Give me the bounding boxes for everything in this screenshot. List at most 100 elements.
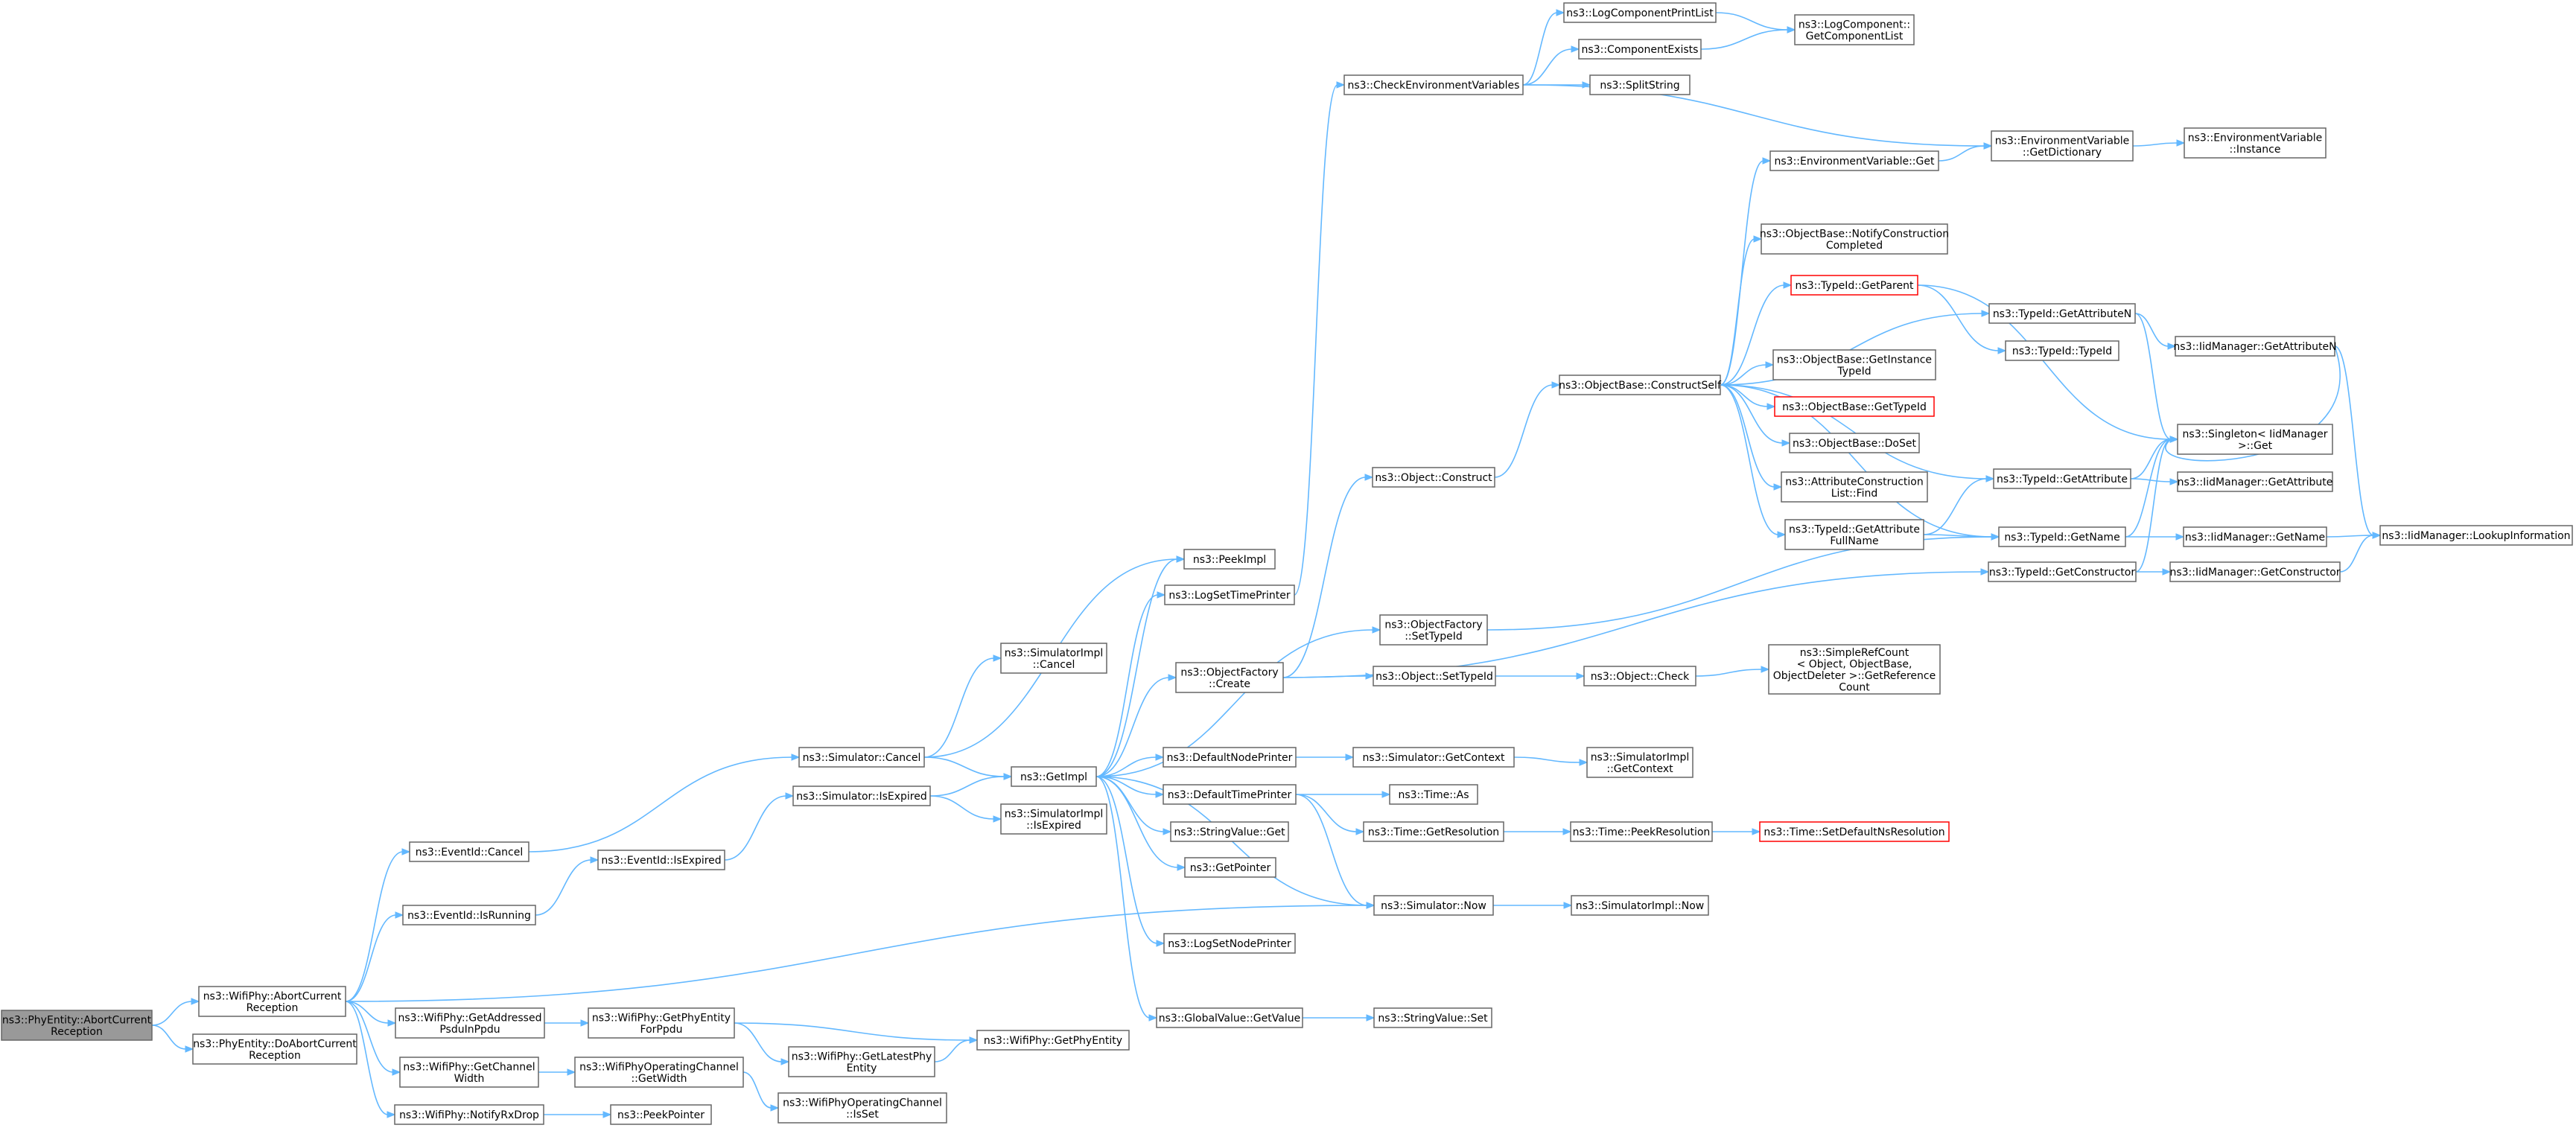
- node-simulator-cancel[interactable]: ns3::Simulator::Cancel: [798, 747, 925, 768]
- node-iidmanager-getattribute[interactable]: ns3::IidManager::GetAttribute: [2177, 471, 2333, 492]
- node-label: ns3::ObjectFactory: [1384, 619, 1482, 631]
- node-typeid-getattributen[interactable]: ns3::TypeId::GetAttributeN: [1988, 303, 2136, 324]
- node-logcomponentprintlist[interactable]: ns3::LogComponentPrintList: [1563, 2, 1717, 23]
- node-wifiphy-getphyentity[interactable]: ns3::WifiPhy::GetPhyEntity: [976, 1030, 1130, 1051]
- edge-n8-n20: [544, 1111, 612, 1118]
- node-defaulttimeprinter[interactable]: ns3::DefaultTimePrinter: [1163, 784, 1297, 805]
- node-environmentvariable-instance[interactable]: ns3::EnvironmentVariable::Instance: [2184, 127, 2327, 159]
- node-typeid-getparent[interactable]: ns3::TypeId::GetParent: [1790, 275, 1918, 296]
- edge-n18-n19: [742, 1071, 780, 1112]
- node-logsetnodeprinter[interactable]: ns3::LogSetNodePrinter: [1163, 933, 1296, 954]
- edge-n55-n62: [1923, 533, 2000, 541]
- node-object-check[interactable]: ns3::Object::Check: [1583, 666, 1696, 686]
- node-time-peekresolution[interactable]: ns3::Time::PeekResolution: [1570, 821, 1713, 842]
- node-objectbase-constructself[interactable]: ns3::ObjectBase::ConstructSelf: [1559, 375, 1722, 395]
- node-object-construct[interactable]: ns3::Object::Construct: [1372, 467, 1495, 488]
- node-splitstring[interactable]: ns3::SplitString: [1589, 74, 1691, 95]
- node-stringvalue-set[interactable]: ns3::StringValue::Set: [1373, 1007, 1492, 1028]
- node-label: ns3::StringValue::Get: [1174, 826, 1285, 838]
- node-label: List::Find: [1831, 488, 1878, 500]
- node-logsettimeprinter[interactable]: ns3::LogSetTimePrinter: [1164, 584, 1295, 605]
- edge-n4-n9: [528, 753, 801, 853]
- node-iidmanager-getconstructor[interactable]: ns3::IidManager::GetConstructor: [2169, 561, 2341, 582]
- node-getpointer[interactable]: ns3::GetPointer: [1184, 857, 1276, 878]
- node-simulatorimpl-getcontext[interactable]: ns3::SimulatorImpl::GetContext: [1586, 747, 1694, 778]
- edge-n42-n59: [1720, 310, 1991, 386]
- node-objectbase-gettypeid[interactable]: ns3::ObjectBase::GetTypeId: [1774, 396, 1935, 417]
- node-label: ns3::SimpleRefCount: [1800, 647, 1909, 659]
- node-simulatorimpl-cancel[interactable]: ns3::SimulatorImpl::Cancel: [1000, 643, 1107, 674]
- node-stringvalue-get[interactable]: ns3::StringValue::Get: [1170, 821, 1289, 842]
- node-checkenvironmentvariables[interactable]: ns3::CheckEnvironmentVariables: [1343, 74, 1524, 95]
- edge-n42-n55: [1720, 384, 1787, 538]
- node-typeid-getname[interactable]: ns3::TypeId::GetName: [1998, 526, 2126, 547]
- node-objectbase-doset[interactable]: ns3::ObjectBase::DoSet: [1789, 433, 1920, 453]
- node-iidmanager-getname[interactable]: ns3::IidManager::GetName: [2183, 526, 2327, 547]
- node-wifiphy-notifyrxdrop[interactable]: ns3::WifiPhy::NotifyRxDrop: [394, 1104, 544, 1125]
- node-typeid-getconstructor[interactable]: ns3::TypeId::GetConstructor: [1988, 561, 2137, 582]
- node-simulatorimpl-now[interactable]: ns3::SimulatorImpl::Now: [1571, 895, 1709, 916]
- node-globalvalue-getvalue[interactable]: ns3::GlobalValue::GetValue: [1156, 1007, 1303, 1028]
- node-objectfactory-settypeid[interactable]: ns3::ObjectFactory::SetTypeId: [1379, 614, 1488, 646]
- node-simulator-getcontext[interactable]: ns3::Simulator::GetContext: [1352, 747, 1515, 768]
- edge-n33-n43: [1495, 672, 1586, 680]
- node-label: ns3::EnvironmentVariable::Get: [1775, 156, 1935, 168]
- node-time-getresolution[interactable]: ns3::Time::GetResolution: [1363, 821, 1504, 842]
- node-simplerefcount-getreferencecount[interactable]: ns3::SimpleRefCount< Object, ObjectBase,…: [1768, 644, 1941, 695]
- node-peekimpl[interactable]: ns3::PeekImpl: [1183, 549, 1276, 570]
- edge-n2-n5: [345, 911, 404, 1002]
- node-wifiphyoperatingchannel-isset[interactable]: ns3::WifiPhyOperatingChannel::IsSet: [777, 1092, 947, 1124]
- node-iidmanager-lookupinformation[interactable]: ns3::IidManager::LookupInformation: [2379, 525, 2573, 546]
- node-label: ns3::TypeId::TypeId: [2012, 345, 2112, 357]
- node-eventid-isexpired[interactable]: ns3::EventId::IsExpired: [597, 850, 725, 870]
- node-objectbase-notifyconstructioncompleted[interactable]: ns3::ObjectBase::NotifyConstructionCompl…: [1760, 223, 1949, 255]
- node-label: ns3::WifiPhy::GetPhyEntity: [592, 1012, 731, 1024]
- node-singleton-iidmanager-get[interactable]: ns3::Singleton< IidManager >::Get: [2177, 424, 2333, 455]
- node-label: ns3::ObjectBase::DoSet: [1793, 438, 1916, 450]
- node-label: ns3::CheckEnvironmentVariables: [1348, 80, 1520, 92]
- node-time-setdefaultnsresolution[interactable]: ns3::Time::SetDefaultNsResolution: [1759, 821, 1950, 842]
- node-typeid-getattribute[interactable]: ns3::TypeId::GetAttribute: [1993, 468, 2131, 489]
- node-wifiphyoperatingchannel-getwidth[interactable]: ns3::WifiPhyOperatingChannel::GetWidth: [574, 1057, 744, 1088]
- edge-n1-n3: [151, 1025, 194, 1053]
- node-peekpointer[interactable]: ns3::PeekPointer: [610, 1104, 712, 1125]
- node-componentexists[interactable]: ns3::ComponentExists: [1578, 39, 1702, 60]
- node-label: ns3::Simulator::Now: [1381, 900, 1486, 912]
- node-defaultnodeprinter[interactable]: ns3::DefaultNodePrinter: [1163, 747, 1297, 768]
- node-label: ns3::PhyEntity::AbortCurrent: [2, 1014, 152, 1026]
- node-label: ns3::WifiPhy::NotifyRxDrop: [399, 1109, 539, 1121]
- node-objectfactory-create[interactable]: ns3::ObjectFactory::Create: [1175, 662, 1284, 693]
- edge-n2-n4: [345, 848, 411, 1002]
- node-label: ns3::Time::SetDefaultNsResolution: [1764, 826, 1944, 838]
- node-simulator-now[interactable]: ns3::Simulator::Now: [1373, 895, 1494, 916]
- node-simulator-isexpired[interactable]: ns3::Simulator::IsExpired: [792, 786, 931, 806]
- node-environmentvariable-get[interactable]: ns3::EnvironmentVariable::Get: [1769, 150, 1939, 171]
- node-eventid-isrunning[interactable]: ns3::EventId::IsRunning: [402, 905, 536, 925]
- edge-n37-n46: [1492, 902, 1573, 909]
- node-label: ns3::SimulatorImpl: [1005, 808, 1104, 820]
- node-label: ns3::LogSetTimePrinter: [1168, 590, 1291, 602]
- node-getimpl[interactable]: ns3::GetImpl: [1011, 766, 1097, 787]
- node-environmentvariable-getdictionary[interactable]: ns3::EnvironmentVariable::GetDictionary: [1991, 130, 2134, 162]
- node-label: ns3::EnvironmentVariable: [2188, 132, 2323, 144]
- node-label: ns3::Time::GetResolution: [1368, 826, 1499, 838]
- node-iidmanager-getattributen[interactable]: ns3::IidManager::GetAttributeN: [2173, 336, 2337, 357]
- node-eventid-cancel[interactable]: ns3::EventId::Cancel: [409, 841, 529, 862]
- node-typeid-typeid[interactable]: ns3::TypeId::TypeId: [2005, 340, 2119, 361]
- node-time-as[interactable]: ns3::Time::As: [1389, 784, 1478, 805]
- edge-n16-n17: [934, 1036, 979, 1062]
- graph-edges: [151, 9, 2382, 1118]
- node-object-settypeid[interactable]: ns3::Object::SetTypeId: [1373, 666, 1496, 686]
- node-simulatorimpl-isexpired[interactable]: ns3::SimulatorImpl::IsExpired: [1000, 803, 1107, 835]
- node-logcomponent-getcomponentlist[interactable]: ns3::LogComponent::GetComponentList: [1794, 14, 1915, 45]
